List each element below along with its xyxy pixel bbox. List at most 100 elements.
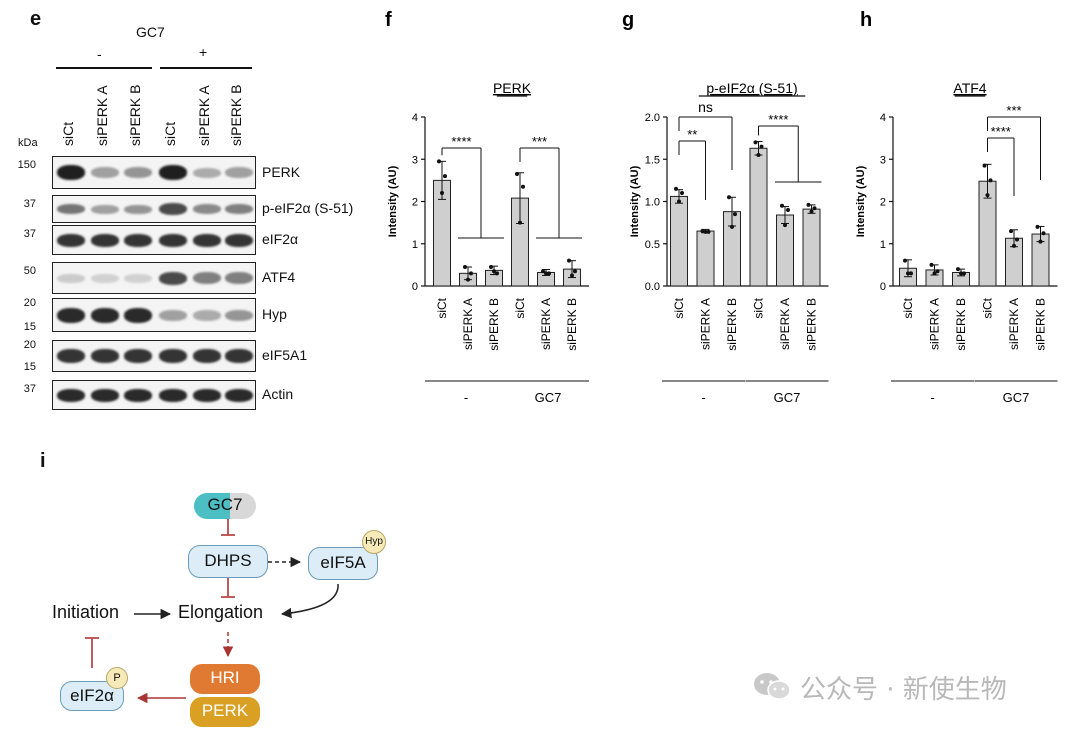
blot-band	[57, 349, 85, 363]
hyp-badge: Hyp	[362, 530, 386, 554]
blot-strip	[52, 380, 256, 410]
blot-label: eIF5A1	[262, 347, 308, 363]
blot-band	[225, 389, 253, 402]
significance-label: ****	[451, 134, 471, 149]
panel-i-letter: i	[40, 450, 46, 472]
blot-band	[91, 349, 119, 363]
blot-strip	[52, 262, 256, 294]
blot-strip	[52, 298, 256, 332]
mw-marker: 37	[23, 383, 36, 395]
y-tick-label: 3	[880, 154, 886, 166]
blot-band	[124, 167, 152, 178]
blot-band	[124, 349, 152, 363]
blot-band	[193, 168, 221, 178]
y-tick-label: 1	[412, 239, 418, 251]
chart-title: p-eIF2α (S-51)	[706, 80, 797, 96]
group-plus-line	[160, 67, 252, 69]
data-point	[809, 209, 814, 214]
data-point	[1012, 243, 1016, 248]
blot-label: p-eIF2α (S-51)	[262, 200, 354, 216]
data-point	[959, 271, 963, 276]
data-point	[1009, 229, 1013, 234]
elongation-label: Elongation	[178, 602, 264, 622]
blot-band	[193, 234, 221, 247]
data-point	[489, 264, 493, 269]
x-tick-label: siPERK A	[778, 298, 792, 350]
kda-label: kDa	[18, 137, 38, 149]
blot-strip	[52, 225, 256, 255]
hri-node: HRI	[190, 664, 260, 694]
data-point	[570, 273, 574, 278]
x-tick-label: siCt	[901, 297, 915, 318]
data-point	[443, 174, 447, 179]
x-tick-label: siPERK B	[1034, 298, 1048, 351]
blot-band	[193, 310, 221, 321]
group-label: GC7	[535, 390, 562, 405]
data-point	[674, 186, 678, 191]
data-point	[982, 163, 987, 168]
data-point	[730, 224, 734, 229]
x-tick-label: siPERK B	[805, 298, 819, 351]
data-point	[521, 184, 525, 189]
significance-label: ****	[768, 112, 788, 127]
y-tick-label: 2	[412, 197, 418, 209]
data-point	[492, 269, 496, 274]
y-tick-label: 1.0	[645, 197, 660, 209]
x-tick-label: siPERK B	[565, 298, 579, 351]
y-tick-label: 4	[880, 112, 886, 124]
blot-band	[124, 274, 152, 283]
x-tick-label: siPERK B	[725, 298, 739, 351]
y-axis-label: Intensity (AU)	[387, 165, 399, 237]
blot-band	[57, 389, 85, 402]
x-tick-label: siCt	[981, 297, 995, 318]
mw-marker: 50	[23, 265, 36, 277]
watermark-text: 公众号 · 新使生物	[800, 674, 1007, 705]
eif5a-node: eIF5A	[308, 547, 378, 580]
panel-e-letter: e	[30, 8, 42, 30]
y-tick-label: 0.0	[645, 281, 660, 293]
data-point	[469, 271, 473, 276]
pathway-arrows	[85, 518, 339, 704]
data-point	[906, 271, 910, 276]
blot-band	[193, 389, 221, 402]
x-tick-label: siCt	[435, 297, 449, 318]
blot-band	[225, 234, 253, 247]
x-tick-label: siPERK A	[461, 298, 475, 350]
blot-label: Actin	[262, 386, 294, 402]
blot-band	[225, 310, 253, 321]
blot-strip	[52, 156, 256, 189]
significance-label: ns	[698, 99, 713, 115]
data-point	[515, 172, 519, 177]
blot-band	[124, 234, 152, 247]
y-tick-label: 0	[412, 281, 418, 293]
data-point	[1015, 237, 1019, 242]
blot-band	[159, 272, 187, 285]
group-label: GC7	[1003, 390, 1030, 405]
x-tick-label: siCt	[672, 297, 686, 318]
group-minus-line	[56, 67, 152, 69]
wechat-icon	[754, 673, 791, 700]
data-point	[985, 193, 990, 198]
x-tick-label: siPERK A	[1007, 298, 1021, 350]
watermark: 公众号 · 新使生物	[752, 670, 1007, 705]
blot-band	[91, 274, 119, 283]
x-tick-label: siPERK A	[699, 298, 713, 350]
significance-label: ***	[1006, 103, 1021, 118]
data-point	[544, 271, 548, 276]
data-point	[929, 262, 934, 267]
blot-label: PERK	[262, 163, 301, 180]
significance-label: **	[687, 127, 697, 142]
panel-letter: h	[860, 9, 872, 31]
bar	[749, 147, 768, 287]
data-point	[547, 271, 551, 276]
data-point	[1041, 231, 1046, 236]
group-label: GC7	[774, 390, 801, 405]
blot-band	[193, 272, 221, 284]
blot-band	[159, 349, 187, 363]
mw-marker: 37	[23, 228, 36, 240]
blot-band	[91, 308, 119, 323]
data-point	[440, 191, 444, 196]
data-point	[988, 178, 993, 183]
x-tick-label: siPERK B	[954, 298, 968, 351]
group-plus-label: +	[199, 44, 208, 60]
